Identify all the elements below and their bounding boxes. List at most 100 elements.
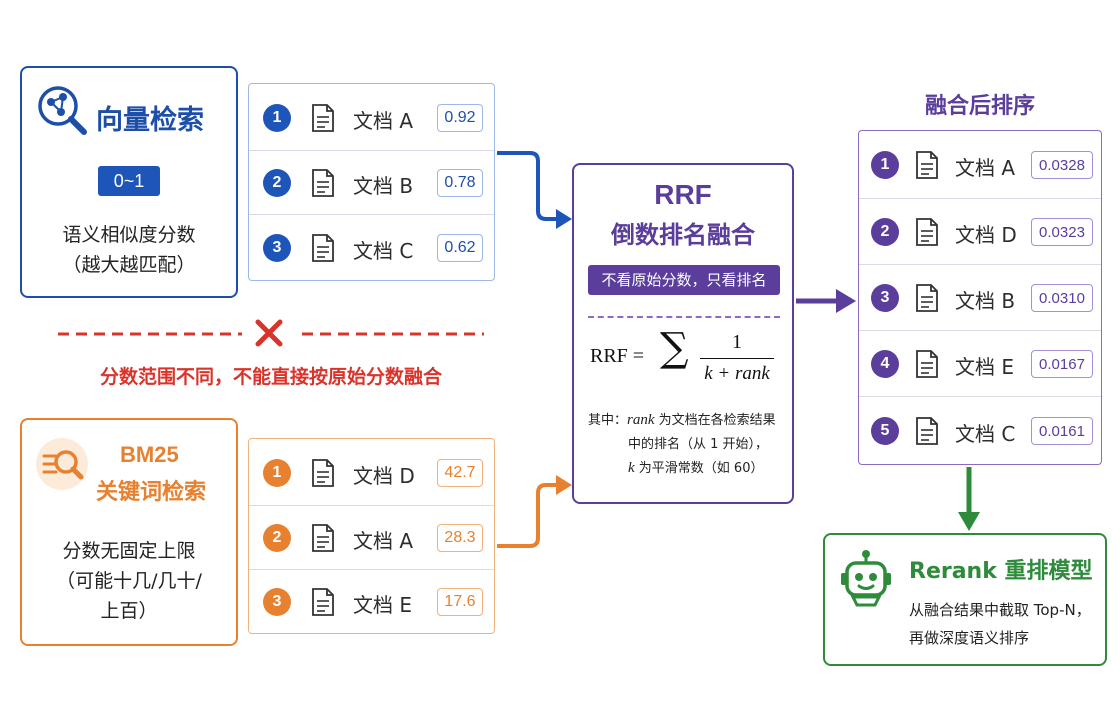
rank-badge: 4 [871,350,899,378]
rank-badge: 2 [871,218,899,246]
formula-denominator: k + rank [704,363,770,384]
doc-name: 文档 E [353,593,412,617]
bm25-result-list: 1 文档 D 42.7 2 文档 A 28.3 3 文档 E 17.6 [248,438,495,634]
bm25-desc-line2: （可能十几/几十/ [56,570,202,592]
rank-badge: 1 [871,151,899,179]
document-icon [916,417,938,445]
document-icon [916,350,938,378]
doc-name: 文档 E [955,355,1014,379]
rank-badge: 2 [263,169,291,197]
vector-arrow-head [556,209,572,229]
list-item: 1 文档 A 0.92 [249,84,494,150]
score-value: 0.78 [437,169,483,197]
rerank-title: Rerank 重排模型 [909,559,1093,584]
rrf-note-line1: 其中：rank 为文档在各检索结果 [588,412,776,428]
rrf-arrow-head [836,289,856,313]
rrf-title: RRF [654,179,712,210]
list-item: 4 文档 E 0.0167 [859,330,1101,396]
list-item: 2 文档 A 28.3 [249,505,494,569]
doc-name: 文档 A [955,156,1016,180]
doc-name: 文档 D [955,223,1017,247]
rrf-note-line3: k 为平滑常数（如 60） [628,460,764,476]
score-value: 17.6 [437,588,483,616]
vector-desc-line1: 语义相似度分数 [62,224,196,246]
score-value: 0.0167 [1031,350,1093,378]
list-item: 3 文档 C 0.62 [249,214,494,280]
vector-search-card: 向量检索 0~1 语义相似度分数 （越大越匹配） [20,66,238,298]
doc-name: 文档 B [353,174,414,198]
rerank-arrow-head [958,512,980,531]
score-value: 0.92 [437,104,483,132]
document-icon [312,169,334,197]
bm25-arrow-head [556,475,572,495]
bm25-subtitle: 关键词检索 [96,480,207,505]
vector-search-title: 向量检索 [96,105,204,136]
score-value: 0.0328 [1031,151,1093,179]
fused-title: 融合后排序 [924,94,1035,119]
bm25-desc-line1: 分数无固定上限 [62,540,196,562]
document-icon [312,524,334,552]
rerank-card: Rerank 重排模型 从融合结果中截取 Top-N， 再做深度语义排序 [823,533,1107,666]
rank-badge: 2 [263,524,291,552]
doc-name: 文档 A [353,109,414,133]
fused-result-list: 1 文档 A 0.0328 2 文档 D 0.0323 3 文档 B 0.031… [858,130,1102,465]
document-icon [312,104,334,132]
list-item: 1 文档 A 0.0328 [859,131,1101,198]
list-item: 2 文档 D 0.0323 [859,198,1101,264]
score-value: 0.0161 [1031,417,1093,445]
vector-to-rrf-arrow [497,151,558,221]
doc-name: 文档 D [353,464,415,488]
doc-name: 文档 C [955,422,1016,446]
document-icon [312,459,334,487]
rank-badge: 3 [263,588,291,616]
formula-sum: ∑ [660,325,689,371]
document-icon [916,151,938,179]
bm25-to-rrf-arrow [497,483,558,548]
score-value: 0.0310 [1031,284,1093,312]
score-value: 0.62 [437,234,483,262]
rrf-card: RRF 倒数排名融合 不看原始分数，只看排名 RRF = ∑ 1 k + ran… [572,163,794,504]
score-range-badge: 0~1 [98,166,160,196]
formula-lhs: RRF = [590,345,645,367]
rrf-subtitle: 倒数排名融合 [611,221,755,249]
score-value: 0.0323 [1031,218,1093,246]
bm25-search-card: BM25 关键词检索 分数无固定上限 （可能十几/几十/ 上百） [20,418,238,646]
rank-badge: 1 [263,104,291,132]
formula-numerator: 1 [732,331,742,353]
rrf-note-line2: 中的排名（从 1 开始）， [628,437,769,452]
doc-name: 文档 C [353,239,414,263]
score-value: 42.7 [437,459,483,487]
doc-name: 文档 B [955,289,1016,313]
rrf-divider [588,316,780,318]
rerank-desc-line1: 从融合结果中截取 Top-N， [909,601,1091,619]
rank-badge: 3 [263,234,291,262]
rerank-desc-line2: 再做深度语义排序 [909,629,1030,647]
list-item: 1 文档 D 42.7 [249,439,494,505]
warning-text: 分数范围不同，不能直接按原始分数融合 [100,366,443,388]
document-icon [916,218,938,246]
vector-result-list: 1 文档 A 0.92 2 文档 B 0.78 3 文档 C 0.62 [248,83,495,281]
cross-icon [255,319,283,347]
robot-icon [841,550,891,607]
bm25-desc-line3: 上百） [100,600,158,622]
score-value: 28.3 [437,524,483,552]
document-icon [312,588,334,616]
rank-badge: 3 [871,284,899,312]
formula-fraction-bar [700,358,774,359]
doc-name: 文档 A [353,529,414,553]
list-item: 3 文档 B 0.0310 [859,264,1101,330]
list-item: 5 文档 C 0.0161 [859,396,1101,464]
document-icon [916,284,938,312]
list-item: 3 文档 E 17.6 [249,569,494,633]
document-icon [312,234,334,262]
rrf-tag: 不看原始分数，只看排名 [588,265,780,295]
bm25-title: BM25 [120,442,179,467]
list-item: 2 文档 B 0.78 [249,150,494,214]
rank-badge: 5 [871,417,899,445]
vector-desc-line2: （越大越匹配） [62,254,196,276]
rank-badge: 1 [263,459,291,487]
vector-search-icon [38,86,87,135]
keyword-search-icon [36,438,88,490]
warning-divider [58,332,484,336]
